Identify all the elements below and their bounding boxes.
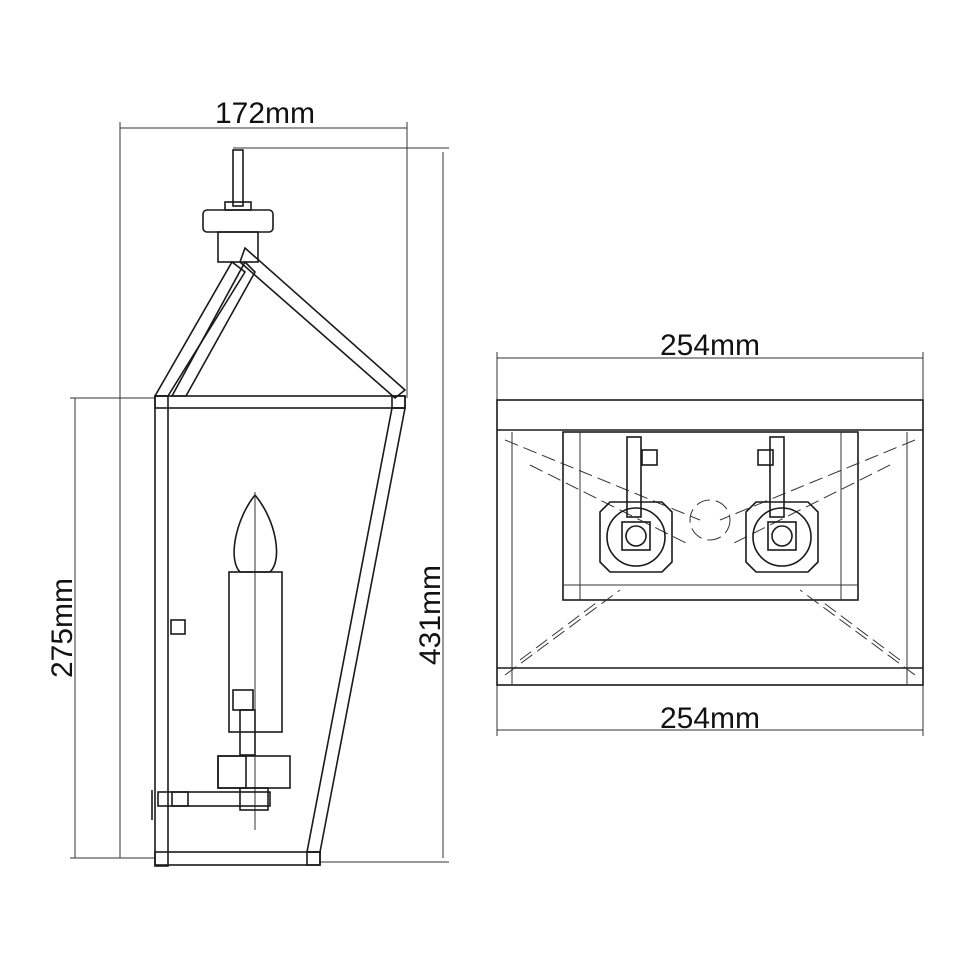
lantern-side <box>151 149 407 867</box>
height-dimension: 431mm <box>233 147 449 863</box>
width-label: 172mm <box>215 97 315 130</box>
width-dimension: 172mm <box>119 97 408 858</box>
top-width-dimension: 254mm <box>496 329 924 400</box>
backplate-height-dimension: 275mm <box>46 397 155 859</box>
side-view: 172mm 431mm 275mm <box>46 97 449 867</box>
socket-left <box>599 501 673 573</box>
center-hub <box>689 499 731 541</box>
socket-right <box>745 501 819 573</box>
top-width-label: 254mm <box>660 329 760 362</box>
bottom-width-label: 254mm <box>660 702 760 735</box>
backplate-height-label: 275mm <box>46 578 79 678</box>
bottom-width-dimension: 254mm <box>496 685 924 736</box>
lantern-top <box>496 399 924 686</box>
height-label: 431mm <box>414 565 447 665</box>
top-view: 254mm 254mm <box>496 329 924 736</box>
